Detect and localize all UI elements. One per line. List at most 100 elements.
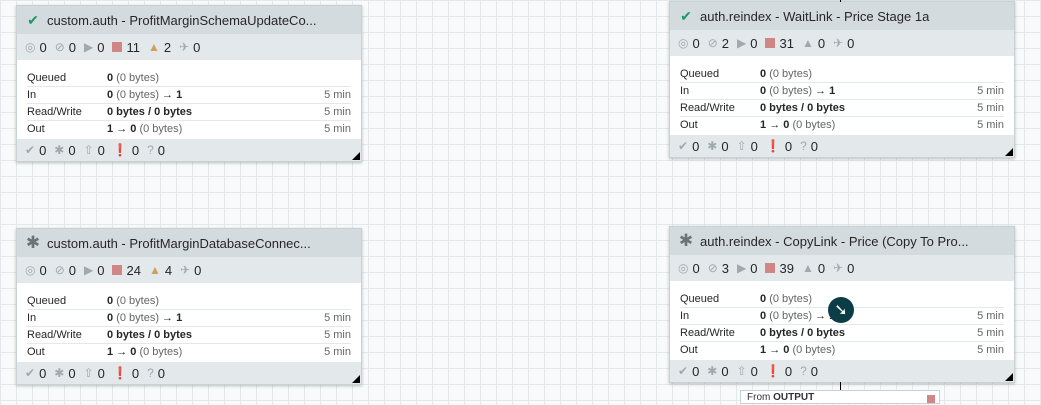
metric-value: 0 bytes / 0 bytes: [760, 102, 845, 114]
metric-label: In: [27, 312, 37, 324]
asterisk-state-icon: ✱: [25, 233, 41, 252]
metric-time: 5 min: [977, 310, 1004, 322]
play-icon: ▶: [84, 40, 94, 54]
sync-failure-count: ❗0: [765, 363, 793, 379]
locally-modified-count: ✱0: [54, 365, 76, 381]
version-stats: ✔0 ✱0 ⇧0 ❗0 ?0: [670, 135, 1014, 157]
connection-line[interactable]: [840, 382, 841, 392]
stat-value: 0: [97, 39, 105, 55]
transmitting-icon: ◎: [678, 261, 689, 275]
question-icon: ?: [147, 366, 154, 380]
stat-value: 0: [750, 35, 758, 51]
card-header: ✱ custom.auth - ProfitMarginDatabaseConn…: [17, 229, 361, 257]
process-group-card[interactable]: ✔ custom.auth - ProfitMarginSchemaUpdate…: [16, 5, 362, 162]
asterisk-icon: ✱: [707, 139, 718, 153]
question-icon: ?: [147, 143, 154, 157]
stat-stopped: 11: [112, 40, 140, 55]
card-title[interactable]: custom.auth - ProfitMarginDatabaseConnec…: [47, 235, 311, 251]
stat-value: 3: [721, 260, 730, 276]
stat-transmitting: ◎0: [678, 36, 700, 51]
play-icon: ▶: [84, 263, 94, 277]
arrow-up-circle-icon: ⇧: [83, 366, 94, 380]
resize-corner-icon: [1005, 373, 1013, 381]
metric-value: 1 → 0 (0 bytes): [760, 344, 836, 356]
metric-label: In: [680, 85, 690, 97]
exclamation-circle-icon: ❗: [112, 143, 128, 157]
not-transmitting-icon: ⊘: [54, 263, 65, 277]
stat-transmitting: ◎0: [25, 263, 47, 278]
stat-invalid: ▲4: [149, 263, 172, 278]
transmitting-icon: ◎: [25, 40, 36, 54]
stat-value: 39: [779, 260, 794, 276]
metric-value: 0 (0 bytes) → 1: [760, 310, 835, 322]
resize-corner-icon: [352, 152, 360, 160]
locally-modified-count: ✱0: [54, 142, 76, 158]
metric-time: 5 min: [324, 89, 351, 101]
metric-time: 5 min: [977, 85, 1004, 97]
metric-time: 5 min: [977, 344, 1004, 356]
stale-count: ⇧0: [736, 138, 758, 154]
metric-time: 5 min: [324, 346, 351, 358]
metric-label: In: [680, 310, 690, 322]
metric-value: 0 bytes / 0 bytes: [107, 329, 192, 341]
stat-invalid: ▲0: [802, 261, 825, 276]
stat-disabled: ✈0: [180, 263, 201, 278]
process-group-card[interactable]: ✔ auth.reindex - WaitLink - Price Stage …: [669, 1, 1015, 158]
check-icon: ✔: [25, 143, 36, 157]
card-title[interactable]: auth.reindex - WaitLink - Price Stage 1a: [700, 8, 930, 24]
card-title[interactable]: auth.reindex - CopyLink - Price (Copy To…: [700, 233, 969, 249]
stat-value: 0: [692, 260, 700, 276]
metric-time: 5 min: [324, 123, 351, 135]
stat-value: 0: [97, 262, 105, 278]
stat-value: 31: [779, 35, 794, 51]
stat-running: ▶0: [84, 263, 104, 278]
stat-value: 0: [194, 262, 202, 278]
stat-value: 0: [39, 39, 47, 55]
stat-invalid: ▲2: [148, 40, 171, 55]
connection-line[interactable]: [840, 0, 841, 2]
connection-arrow-icon[interactable]: ➘: [828, 297, 854, 323]
not-transmitting-icon: ⊘: [54, 40, 65, 54]
stat-not-transmitting: ⊘0: [55, 40, 76, 55]
stat-not-transmitting: ⊘2: [708, 36, 729, 51]
stat-invalid: ▲0: [802, 36, 825, 51]
metric-value: 0 (0 bytes) → 1: [107, 312, 183, 324]
process-group-card[interactable]: ✱ auth.reindex - CopyLink - Price (Copy …: [669, 226, 1015, 383]
play-icon: ▶: [737, 36, 747, 50]
card-header: ✔ custom.auth - ProfitMarginSchemaUpdate…: [17, 6, 361, 34]
metric-label: In: [27, 89, 37, 101]
sync-failure-count: ❗0: [112, 142, 140, 158]
metric-label: Queued: [680, 68, 720, 80]
output-port[interactable]: From OUTPUT: [740, 390, 940, 404]
warning-icon: ▲: [147, 40, 160, 54]
stat-not-transmitting: ⊘0: [55, 263, 76, 278]
stat-value: 0: [750, 260, 758, 276]
stat-stopped: 24: [112, 263, 141, 278]
question-icon: ?: [800, 364, 807, 378]
stop-icon: [765, 38, 776, 48]
metric-value: 0 (0 bytes): [107, 72, 159, 84]
process-group-card[interactable]: ✱ custom.auth - ProfitMarginDatabaseConn…: [16, 228, 362, 385]
asterisk-state-icon: ✱: [678, 231, 694, 250]
resize-corner-icon: [1005, 148, 1013, 156]
card-title[interactable]: custom.auth - ProfitMarginSchemaUpdateCo…: [47, 12, 317, 28]
metric-value: 1 → 0 (0 bytes): [760, 119, 836, 131]
disabled-icon: ✈: [179, 40, 190, 54]
stat-transmitting: ◎0: [678, 261, 700, 276]
up-to-date-count: ✔0: [678, 138, 700, 154]
disabled-icon: ✈: [833, 261, 844, 275]
stat-value: 11: [126, 39, 140, 55]
running-check-icon: ✔: [680, 7, 692, 24]
stale-count: ⇧0: [83, 142, 105, 158]
stop-icon: [765, 263, 776, 273]
running-check-icon: ✔: [27, 11, 39, 28]
stat-value: 0: [817, 260, 826, 276]
